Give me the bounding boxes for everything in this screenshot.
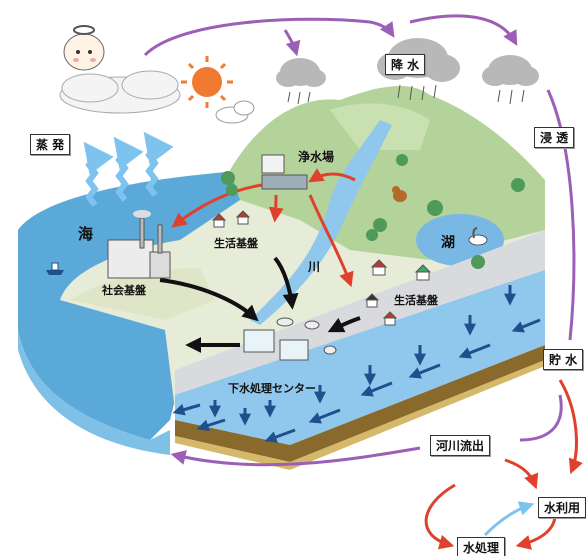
house-icons [211, 210, 432, 326]
river-label: 川 [308, 260, 321, 274]
storage-label: 貯 水 [543, 349, 584, 370]
sea-label: 海 [78, 225, 94, 243]
factory-icon [107, 210, 171, 279]
water-plant-icon [261, 154, 308, 190]
river-outflow-label: 河川流出 [430, 435, 491, 456]
aquifer-layer [175, 270, 545, 445]
living-base-lower-label: 生活基盤 [394, 294, 438, 307]
angel-mascot-icon [59, 25, 181, 114]
sewage-center-label: 下水処理センター [228, 382, 316, 395]
lake-label: 湖 [441, 235, 455, 251]
water-plant-label: 浄水場 [298, 150, 335, 164]
small-cloud-icon [215, 100, 255, 124]
sewage-arrows [159, 256, 361, 353]
rain-cloud-right [482, 55, 539, 86]
groundwater-arrows [172, 285, 541, 443]
water-use-label: 水利用 [538, 497, 586, 518]
tree-icons [221, 154, 525, 269]
lake [416, 214, 504, 266]
supply-arrows [171, 168, 583, 550]
rain-drops [287, 84, 525, 105]
sun-icon [181, 56, 233, 108]
living-base-upper-label: 生活基盤 [214, 237, 258, 250]
swan-icon [468, 227, 488, 246]
rain-label: 降 水 [385, 54, 426, 75]
deer-icon [392, 186, 407, 202]
evaporation-arrows [83, 131, 174, 207]
water-treatment-label: 水処理 [457, 537, 506, 556]
rain-cloud-left [276, 58, 326, 87]
evaporation-label: 蒸 発 [30, 134, 71, 155]
ship-icon [46, 262, 64, 275]
social-base-label: 社会基盤 [102, 284, 146, 297]
river [250, 120, 392, 325]
infiltration-label: 浸 透 [534, 127, 575, 148]
water-use-feedback-arrow [483, 501, 535, 537]
cycle-arrows [143, 14, 576, 467]
sewage-center-icon [243, 317, 337, 361]
